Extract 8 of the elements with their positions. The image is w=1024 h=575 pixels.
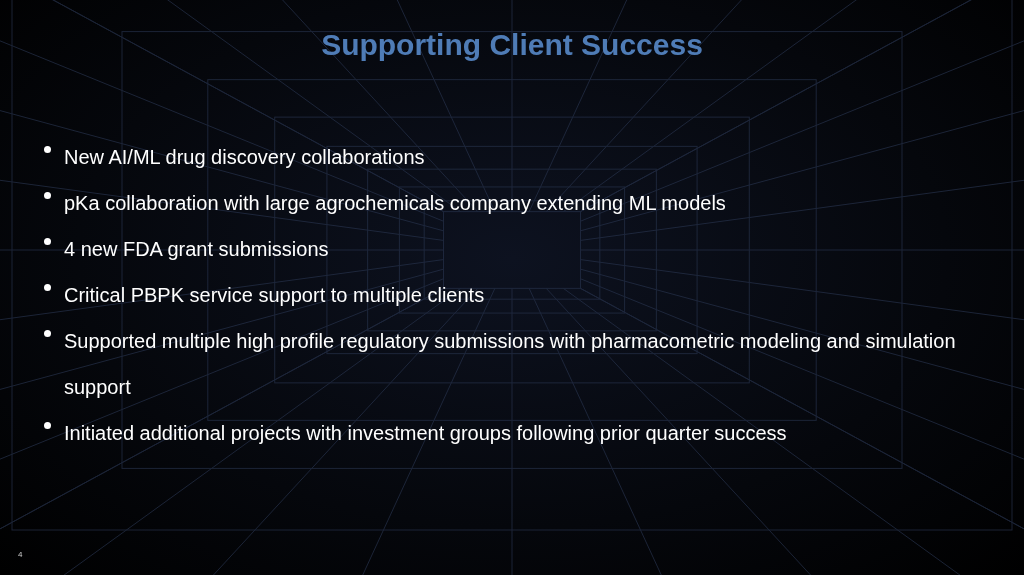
bullet-text: New AI/ML drug discovery collaborations [64,145,425,170]
slide-title: Supporting Client Success [321,28,703,62]
bullet-text: 4 new FDA grant submissions [64,237,329,262]
bullet-text: Supported multiple high profile regulatory submissions with pharmacometric modeling and simulation support [64,329,957,400]
bullet-text: pKa collaboration with large agrochemicals company extending ML models [64,191,726,216]
page-number: 4 [18,550,23,559]
bullet-text: Critical PBPK service support to multiple clients [64,283,485,308]
bullet-text: Initiated additional projects with investment groups following prior quarter success [64,421,787,446]
